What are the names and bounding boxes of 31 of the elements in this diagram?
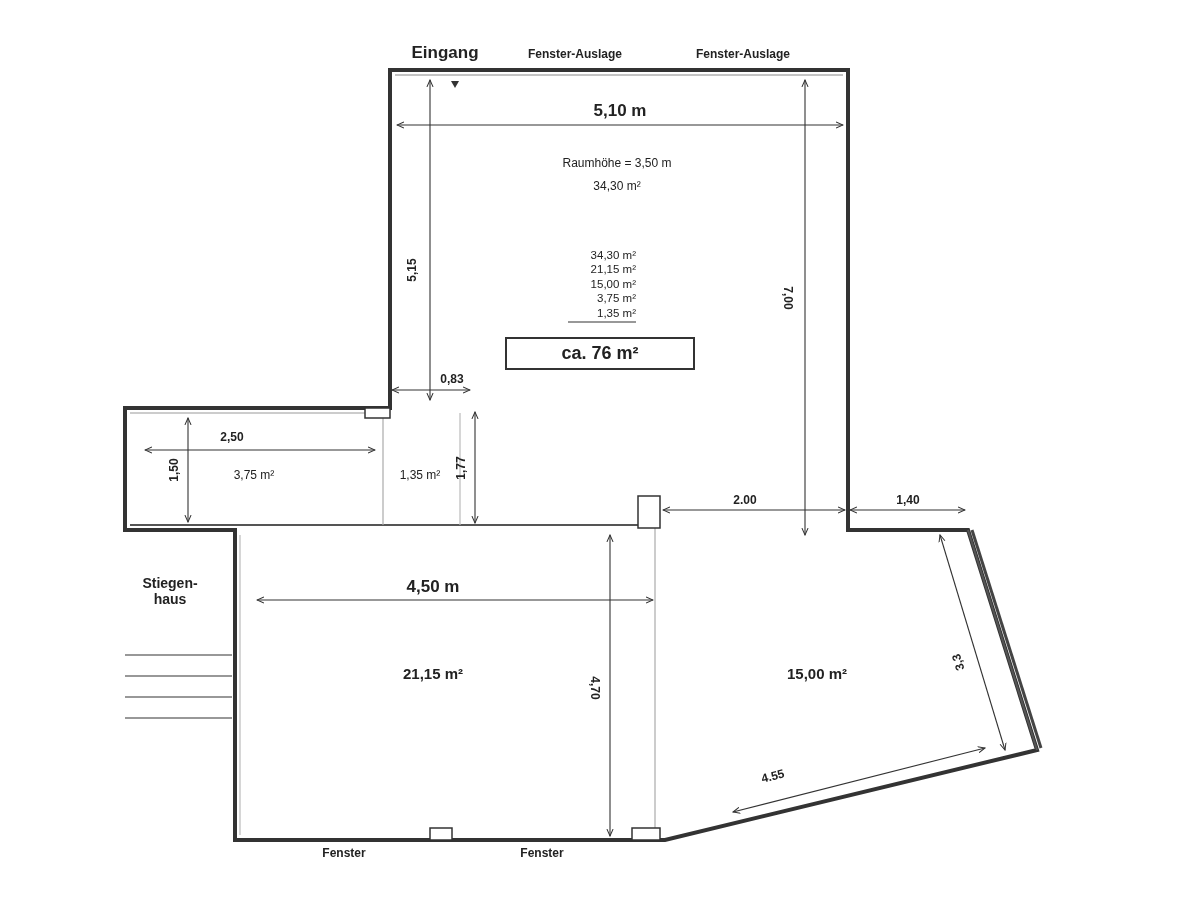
- window-label: Fenster: [322, 847, 366, 861]
- area-label: 3,75 m²: [233, 469, 275, 483]
- area-label: 34,30 m²: [593, 180, 641, 194]
- dimension-label: 5,10 m: [593, 101, 647, 121]
- dimension-label: 4,50 m: [406, 577, 460, 597]
- ceiling-height-note: Raumhöhe = 3,50 m: [562, 157, 672, 171]
- area-sum-item: 34,30 m²: [590, 249, 636, 263]
- window-label: Fenster-Auslage: [528, 48, 622, 62]
- area-label: 1,35 m²: [399, 469, 441, 483]
- dimension-label: 2.00: [733, 494, 757, 508]
- dimension-label: 2,50: [220, 431, 244, 445]
- window-label: Fenster: [520, 847, 564, 861]
- area-sum-item: 3,75 m²: [597, 292, 636, 306]
- area-sum-item: 1,35 m²: [597, 307, 636, 321]
- dimension-label: 5,15: [406, 258, 420, 282]
- window-label: Fenster-Auslage: [696, 48, 790, 62]
- dimension-label: 1,77: [455, 456, 469, 480]
- dimension-label: 0,83: [440, 373, 464, 387]
- area-label: 15,00 m²: [787, 665, 847, 683]
- area-sum-item: 15,00 m²: [590, 278, 636, 292]
- dimension-label: 4,70: [587, 676, 601, 700]
- dimension-label: 4.55: [760, 767, 786, 787]
- area-sum-item: 21,15 m²: [590, 263, 636, 277]
- dimension-label: 1,40: [896, 494, 920, 508]
- dimension-label: 1,50: [168, 458, 182, 482]
- staircase-label: Stiegen- haus: [141, 574, 199, 608]
- area-label: 21,15 m²: [403, 665, 463, 683]
- total-area-box: ca. 76 m²: [505, 337, 695, 370]
- annotation: Eingang: [411, 43, 479, 63]
- dimension-label: 7,00: [780, 286, 794, 310]
- dimension-label: 3,3: [949, 652, 969, 672]
